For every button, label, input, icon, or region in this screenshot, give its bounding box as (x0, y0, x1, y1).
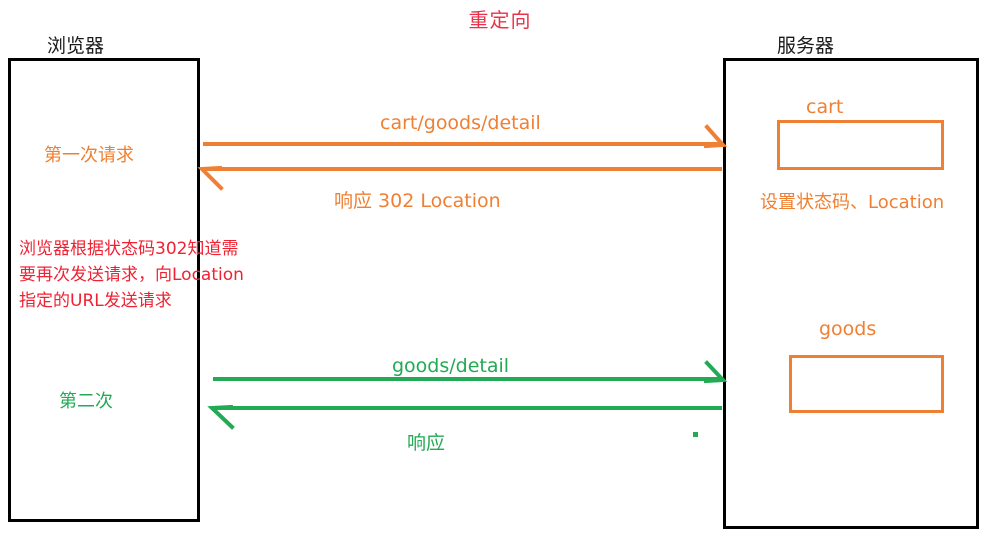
server-lifeline-box (723, 58, 979, 529)
request-1-label: cart/goods/detail (380, 112, 541, 134)
server-column-caption: 服务器 (777, 35, 835, 57)
cart-resource-box (777, 120, 944, 170)
response-2-arrow (207, 404, 722, 430)
goods-resource-box (789, 355, 944, 413)
redirect-explanation-note: 浏览器根据状态码302知道需要再次发送请求，向Location指定的URL发送请… (19, 239, 244, 311)
server-set-status-note: 设置状态码、Location (760, 192, 945, 213)
request-2-label: goods/detail (392, 355, 510, 377)
second-request-note: 第二次 (59, 391, 113, 412)
goods-resource-label: goods (819, 318, 877, 340)
response-2-label: 响应 (407, 432, 446, 454)
browser-column-caption: 浏览器 (47, 35, 105, 57)
cart-resource-label: cart (806, 96, 844, 118)
response-1-arrow (197, 165, 722, 191)
stray-dot-mark (693, 432, 698, 437)
response-1-label: 响应 302 Location (334, 190, 501, 212)
diagram-title: 重定向 (468, 8, 532, 32)
first-request-note: 第一次请求 (44, 145, 134, 166)
browser-lifeline-box (8, 58, 200, 522)
